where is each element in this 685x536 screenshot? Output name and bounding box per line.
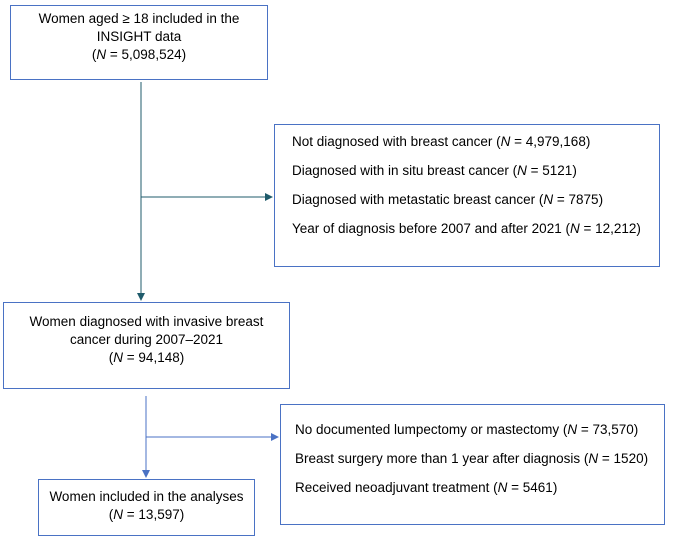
box-final-line1: Women included in the analyses xyxy=(49,489,244,504)
exclusion-n: 7875 xyxy=(568,192,599,207)
box-included-analyses: Women included in the analyses (N = 13,5… xyxy=(38,479,255,536)
exclusion-n: 5121 xyxy=(542,163,573,178)
n-symbol: N xyxy=(567,422,578,437)
exclusion-text: Not diagnosed with breast cancer xyxy=(292,134,493,149)
exclusion-item: Received neoadjuvant treatment (N = 5461… xyxy=(295,480,558,495)
box-invasive-diagnosis: Women diagnosed with invasive breast can… xyxy=(3,302,290,389)
box-invasive-line2: cancer during 2007–2021 xyxy=(69,332,224,347)
box-final-count: (N = 13,597) xyxy=(108,507,185,522)
exclusion-text: Received neoadjuvant treatment xyxy=(295,480,490,495)
box-invasive-line1: Women diagnosed with invasive breast xyxy=(29,314,264,329)
box-start-line1: Women aged ≥ 18 included in the xyxy=(38,11,240,26)
exclusion-item: Diagnosed with metastatic breast cancer … xyxy=(292,192,604,207)
box-start-line2: INSIGHT data xyxy=(96,29,182,44)
n-symbol: N xyxy=(588,451,599,466)
n-symbol: N xyxy=(96,47,107,62)
exclusion-text: Year of diagnosis before 2007 and after … xyxy=(292,221,562,236)
box-start-n: 5,098,524 xyxy=(121,47,182,62)
n-symbol: N xyxy=(113,350,124,365)
box-invasive-count: (N = 94,148) xyxy=(108,350,185,365)
exclusion-text: Diagnosed with in situ breast cancer xyxy=(292,163,509,178)
n-symbol: N xyxy=(497,480,508,495)
exclusion-item: Year of diagnosis before 2007 and after … xyxy=(292,221,641,236)
exclusion-n: 5461 xyxy=(522,480,553,495)
exclusion-item: Not diagnosed with breast cancer (N = 4,… xyxy=(292,134,591,149)
exclusion-item: Diagnosed with in situ breast cancer (N … xyxy=(292,163,577,178)
exclusion-item: No documented lumpectomy or mastectomy (… xyxy=(295,422,639,437)
exclusion-item: Breast surgery more than 1 year after di… xyxy=(295,451,649,466)
exclusion-text: No documented lumpectomy or mastectomy xyxy=(295,422,560,437)
box-included-insight: Women aged ≥ 18 included in the INSIGHT … xyxy=(10,5,268,80)
exclusion-text: Diagnosed with metastatic breast cancer xyxy=(292,192,536,207)
box-exclusions-2: No documented lumpectomy or mastectomy (… xyxy=(280,404,665,525)
n-symbol: N xyxy=(113,507,124,522)
exclusion-n: 73,570 xyxy=(592,422,634,437)
n-symbol: N xyxy=(569,221,580,236)
box-final-n: 13,597 xyxy=(138,507,180,522)
box-start-count: (N = 5,098,524) xyxy=(91,47,187,62)
n-symbol: N xyxy=(517,163,527,178)
exclusion-n: 4,979,168 xyxy=(525,134,586,149)
box-exclusions-1: Not diagnosed with breast cancer (N = 4,… xyxy=(274,124,660,267)
exclusion-n: 1520 xyxy=(613,451,644,466)
n-symbol: N xyxy=(543,192,554,207)
box-invasive-n: 94,148 xyxy=(138,350,180,365)
exclusion-text: Breast surgery more than 1 year after di… xyxy=(295,451,581,466)
exclusion-n: 12,212 xyxy=(595,221,637,236)
n-symbol: N xyxy=(500,134,511,149)
